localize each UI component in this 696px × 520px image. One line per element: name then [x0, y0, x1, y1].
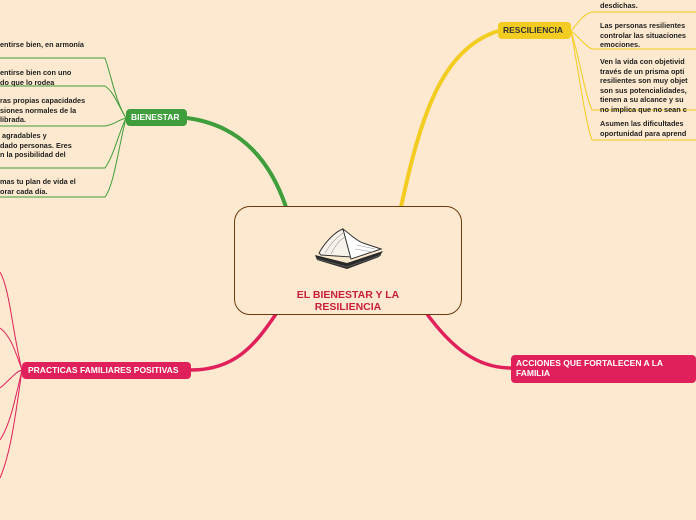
subtopic-resiliencia-3[interactable]: Ven la vida con objetivid través de un p…	[600, 57, 688, 114]
central-topic[interactable]: EL BIENESTAR Y LA RESILIENCIA	[234, 206, 462, 315]
open-book-icon	[315, 227, 383, 269]
connector-practicas	[190, 313, 278, 372]
connector-resiliencia	[399, 29, 499, 208]
topic-practicas-familiares[interactable]: PRACTICAS FAMILIARES POSITIVAS	[22, 362, 191, 379]
subtopic-bienestar-2[interactable]: entirse bien con uno do que lo rodea	[0, 68, 72, 87]
subtopic-resiliencia-4[interactable]: Asumen las dificultades oportunidad para…	[600, 119, 687, 138]
central-topic-title: EL BIENESTAR Y LA RESILIENCIA	[296, 289, 400, 313]
subtopic-resiliencia-1[interactable]: desdichas.	[600, 1, 638, 10]
subtopic-bienestar-4[interactable]: agradables y dado personas. Eres n la po…	[0, 131, 72, 159]
topic-resiliencia[interactable]: RESCILIENCIA	[498, 22, 571, 39]
subtopic-bienestar-3[interactable]: ras propias capacidades siones normales …	[0, 96, 86, 124]
subtopic-bienestar-1[interactable]: entirse bien, en armonía	[0, 40, 84, 49]
subtopic-bienestar-5[interactable]: mas tu plan de vida el orar cada día.	[0, 177, 76, 196]
subtopic-resiliencia-2[interactable]: Las personas resilientes controlar las s…	[600, 21, 686, 49]
connector-bienestar	[186, 116, 288, 208]
topic-acciones-familia[interactable]: ACCIONES QUE FORTALECEN A LA FAMILIA	[511, 355, 696, 383]
topic-bienestar[interactable]: BIENESTAR	[126, 109, 187, 126]
connector-acciones	[425, 312, 512, 370]
